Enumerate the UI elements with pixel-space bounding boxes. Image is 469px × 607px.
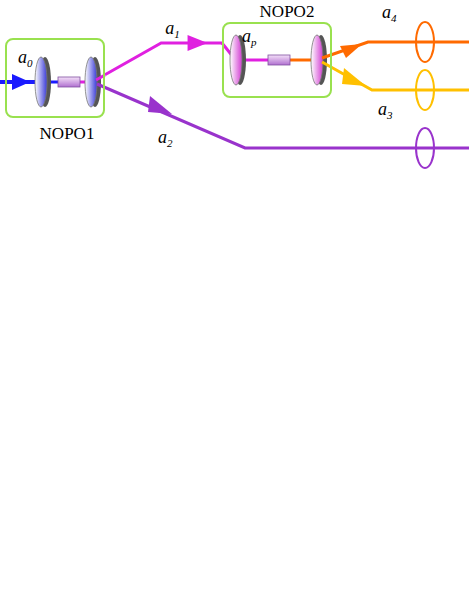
cavity-name: NOPO2 — [260, 2, 315, 22]
mode-label: a2 — [158, 128, 173, 149]
beam-arrowhead — [188, 35, 208, 51]
beam-line — [105, 43, 222, 75]
nopo1-cavity — [35, 57, 105, 107]
cavity-name: NOPO1 — [40, 124, 95, 144]
mode-label: a0 — [18, 48, 33, 69]
signal-beam — [322, 22, 469, 62]
mode-label: a4 — [382, 3, 397, 24]
mode-label: a1 — [165, 19, 180, 40]
beam-connector — [105, 35, 222, 75]
mode-label: ap — [242, 27, 257, 48]
nopo2-cavity — [222, 35, 327, 85]
opo-cavity-box: NOPO2 — [222, 22, 332, 98]
mode-label: a3 — [378, 100, 393, 121]
idler2-beam — [322, 62, 469, 110]
